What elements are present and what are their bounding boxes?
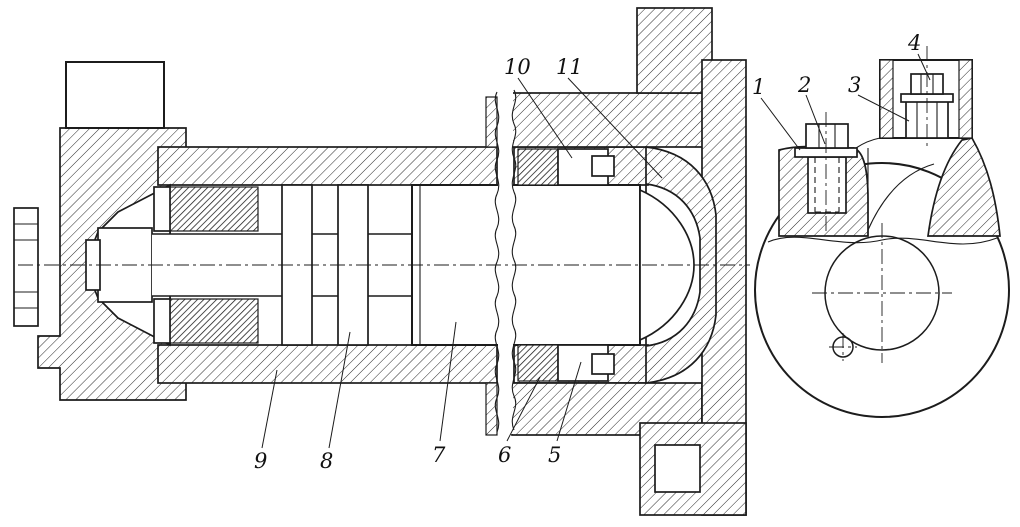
leader-2 [805, 94, 826, 145]
parting-line [767, 236, 998, 245]
end-view [754, 46, 1010, 418]
clamp-wedge-right [927, 137, 1001, 237]
cap-top-boss [65, 61, 165, 129]
gland-follower-bottom [153, 298, 171, 344]
callout-10: 10 [504, 55, 531, 79]
shaft-stub [13, 207, 39, 327]
callout-9: 9 [254, 449, 267, 473]
bolt2-slot [807, 156, 847, 214]
leader-8 [328, 331, 351, 449]
bolt2-head [805, 123, 849, 149]
packing-stack-bottom [169, 298, 259, 344]
callout-4: 4 [907, 31, 921, 55]
callouts-layer: 1 2 3 4 5 6 7 8 9 10 11 [254, 31, 931, 473]
leader-10 [517, 77, 573, 159]
callout-1: 1 [752, 75, 765, 99]
clamp-form-curve [867, 163, 935, 231]
leader-7 [439, 321, 457, 442]
leader-3 [857, 94, 910, 122]
callout-7: 7 [432, 443, 446, 467]
clamp-bolt-left [794, 112, 858, 232]
packing-stack-top [169, 186, 259, 232]
leader-9 [261, 369, 278, 449]
callout-3: 3 [848, 73, 861, 97]
callout-6: 6 [498, 443, 511, 467]
leader-4 [917, 53, 931, 81]
clamp-block-top [879, 46, 973, 150]
leader-11 [567, 77, 663, 179]
bearing-unit-bottom [517, 344, 615, 382]
bearing-unit-top [517, 148, 615, 186]
flange-foot-notch [654, 444, 701, 493]
housing-stub-bottom [485, 382, 498, 436]
leader-1 [760, 97, 801, 151]
clamp-block-fillet [855, 137, 881, 149]
longitudinal-section-view [13, 7, 750, 516]
callout-8: 8 [320, 449, 333, 473]
callout-11: 11 [556, 55, 583, 79]
gland-follower-top [153, 186, 171, 232]
callout-2: 2 [797, 73, 811, 97]
callout-5: 5 [548, 443, 561, 467]
leader-6 [506, 376, 541, 442]
housing-stub-top [485, 96, 498, 148]
barrel-wall-bottom-left [157, 344, 498, 384]
barrel-wall-top-left [157, 146, 498, 186]
leader-5 [556, 361, 582, 442]
housing-band-top [511, 92, 713, 148]
break-lines [494, 88, 517, 434]
bell-housing [645, 146, 717, 384]
